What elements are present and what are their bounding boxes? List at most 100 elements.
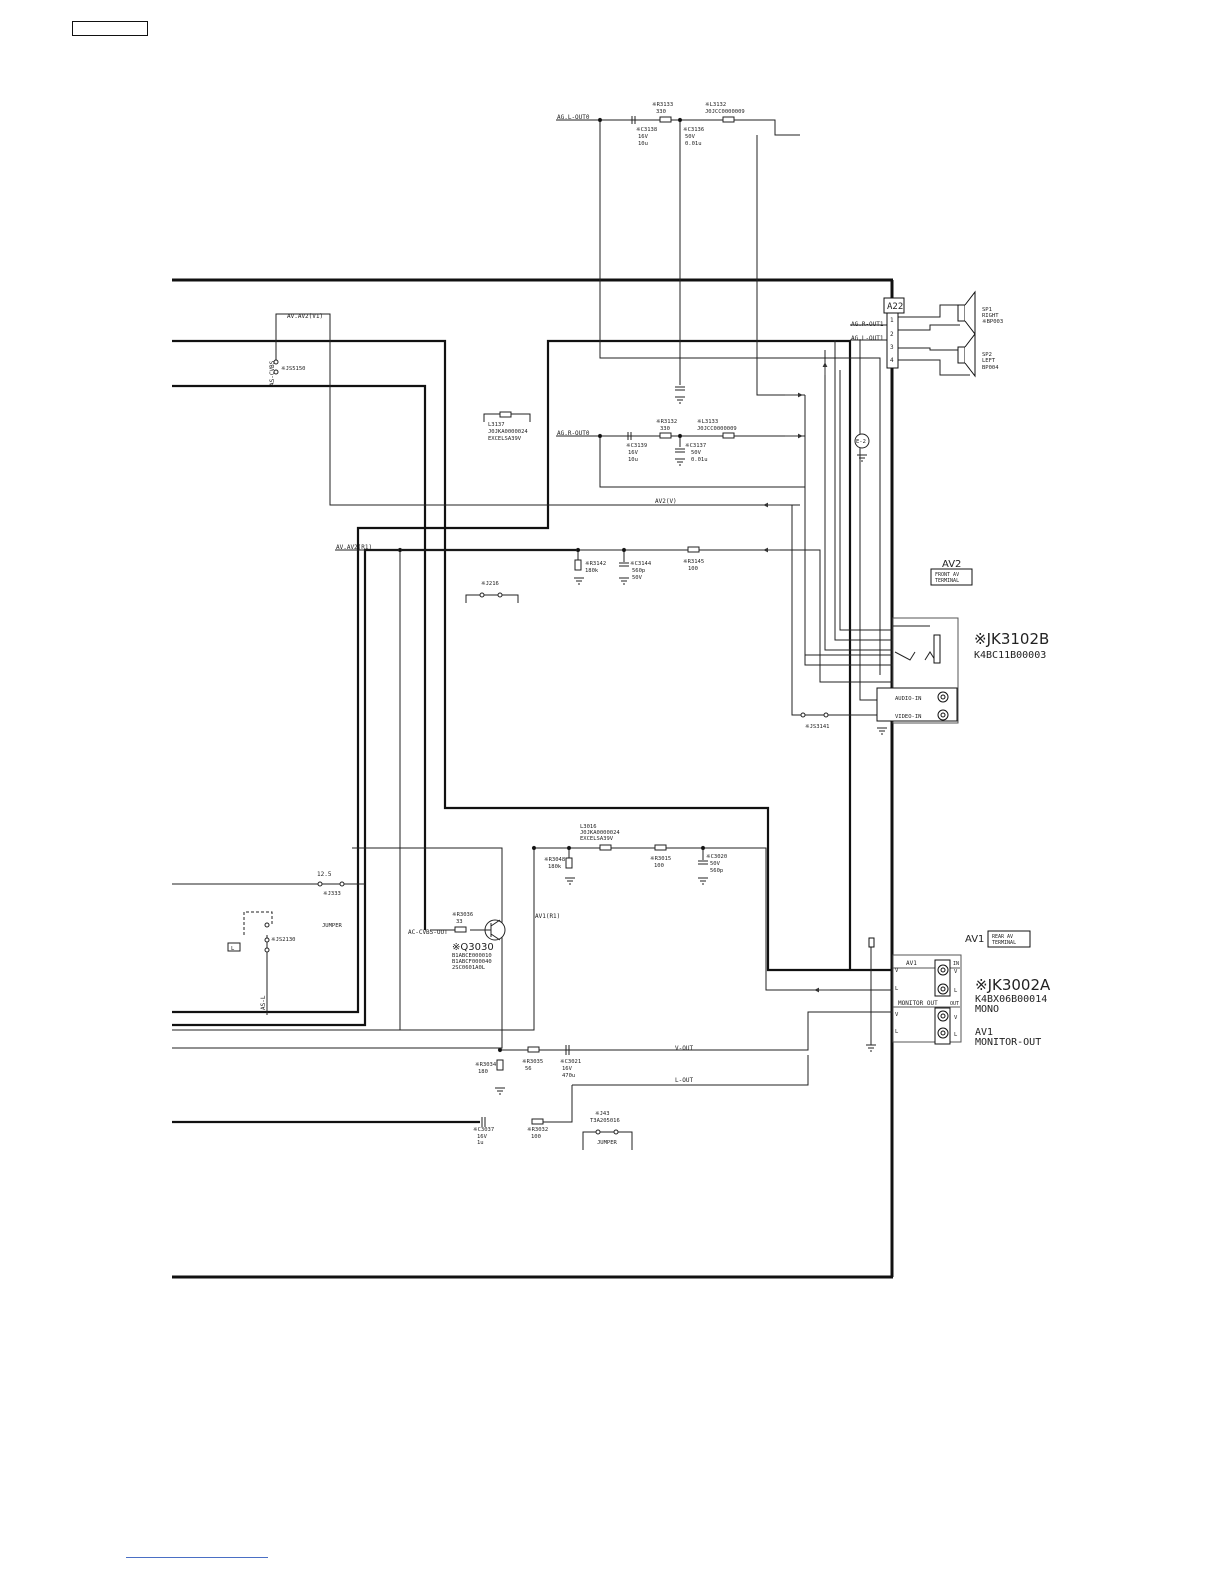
svg-text:※R3048: ※R3048 bbox=[544, 856, 565, 863]
a22-pin-4: 4 bbox=[890, 357, 894, 364]
svg-text:16V: 16V bbox=[628, 450, 639, 456]
signal-wires bbox=[172, 119, 970, 1123]
svg-text:0.01u: 0.01u bbox=[685, 141, 702, 147]
svg-text:56: 56 bbox=[525, 1066, 532, 1072]
net-v-out: V-OUT bbox=[675, 1045, 693, 1052]
svg-text:TERMINAL: TERMINAL bbox=[992, 940, 1016, 946]
svg-text:470u: 470u bbox=[562, 1073, 575, 1079]
svg-text:FRONT AV: FRONT AV bbox=[935, 572, 959, 578]
svg-text:EXCELSA39V: EXCELSA39V bbox=[488, 436, 522, 442]
svg-text:J0JKA0000024: J0JKA0000024 bbox=[580, 830, 620, 836]
svg-text:※JS5150: ※JS5150 bbox=[281, 365, 305, 372]
ground-symbols bbox=[495, 396, 887, 1095]
svg-text:50V: 50V bbox=[685, 134, 696, 140]
sp2-side: LEFT bbox=[982, 358, 996, 364]
svg-text:10u: 10u bbox=[628, 457, 638, 463]
signal-arrows bbox=[763, 362, 830, 993]
svg-text:※C3037: ※C3037 bbox=[473, 1126, 494, 1133]
sp1-part: ※BP003 bbox=[982, 318, 1003, 325]
svg-text:0.01u: 0.01u bbox=[691, 457, 708, 463]
svg-text:560p: 560p bbox=[710, 868, 723, 874]
connector-a22: A22 1 2 3 4 bbox=[883, 297, 905, 369]
speaker-sp1: SP1 RIGHT ※BP003 bbox=[957, 290, 1003, 336]
net-ag-r-out1: AG.R-OUT1 bbox=[851, 321, 884, 328]
av2-front-terminal: AV2 FRONT AV TERMINAL AUDIO-IN VIDEO-IN … bbox=[876, 559, 1049, 724]
av2-jack-ref: ※JK3102B bbox=[974, 630, 1049, 648]
net-ag-l-out0: AG.L-OUT0 bbox=[557, 114, 590, 121]
svg-text:AV1: AV1 bbox=[906, 960, 917, 967]
svg-text:※R3032: ※R3032 bbox=[527, 1126, 548, 1133]
av2-jack-part: K4BC11B00003 bbox=[974, 650, 1046, 661]
svg-text:J0JCC0000009: J0JCC0000009 bbox=[697, 426, 737, 432]
svg-text:※J216: ※J216 bbox=[481, 580, 499, 587]
svg-text:L: L bbox=[895, 1029, 899, 1035]
a22-label: A22 bbox=[887, 302, 903, 312]
net-ag-r-out0: AG.R-OUT0 bbox=[557, 430, 590, 437]
svg-text:AV2: AV2 bbox=[942, 559, 961, 570]
svg-text:330: 330 bbox=[656, 109, 666, 115]
svg-text:※C3136: ※C3136 bbox=[683, 126, 704, 133]
svg-text:50V: 50V bbox=[691, 450, 702, 456]
svg-text:※C3144: ※C3144 bbox=[630, 560, 652, 567]
svg-text:1u: 1u bbox=[477, 1140, 484, 1146]
svg-text:V: V bbox=[954, 1015, 958, 1021]
svg-text:※R3145: ※R3145 bbox=[683, 558, 704, 565]
net-ac-cvbs-out: AC-CVBS-OUT bbox=[408, 929, 448, 936]
sp2-part: BP004 bbox=[982, 365, 999, 371]
svg-text:L: L bbox=[954, 988, 958, 994]
net-as-cvbs: AS-CVBS bbox=[269, 360, 276, 386]
svg-text:L: L bbox=[895, 986, 899, 992]
svg-text:※R3132: ※R3132 bbox=[656, 418, 677, 425]
svg-text:180k: 180k bbox=[548, 864, 562, 870]
svg-text:16V: 16V bbox=[638, 134, 649, 140]
svg-text:※C3137: ※C3137 bbox=[685, 442, 706, 449]
net-av2v: AV2(V) bbox=[655, 498, 677, 505]
svg-text:EXCELSA39V: EXCELSA39V bbox=[580, 836, 614, 842]
svg-text:※R3035: ※R3035 bbox=[522, 1058, 543, 1065]
svg-text:V: V bbox=[895, 968, 899, 974]
svg-text:※C3138: ※C3138 bbox=[636, 126, 657, 133]
svg-text:JUMPER: JUMPER bbox=[597, 1140, 618, 1146]
av1-jack-ref: ※JK3002A bbox=[975, 976, 1051, 994]
svg-text:B1ABCE000010: B1ABCE000010 bbox=[452, 953, 492, 959]
svg-text:※R3015: ※R3015 bbox=[650, 855, 671, 862]
svg-text:50V: 50V bbox=[710, 861, 721, 867]
svg-text:330: 330 bbox=[660, 426, 670, 432]
svg-text:100: 100 bbox=[654, 863, 664, 869]
footer-link-rule bbox=[126, 1557, 268, 1558]
a22-pin-1: 1 bbox=[890, 317, 894, 324]
svg-text:TERMINAL: TERMINAL bbox=[935, 578, 959, 584]
svg-text:AUDIO-IN: AUDIO-IN bbox=[895, 696, 922, 702]
net-12-5: 12.5 bbox=[317, 871, 332, 878]
net-av1r1: AV1(R1) bbox=[535, 913, 560, 920]
svg-text:※R3133: ※R3133 bbox=[652, 101, 673, 108]
svg-text:VIDEO-IN: VIDEO-IN bbox=[895, 714, 922, 720]
av1-jack-part: K4BX06B00014 bbox=[975, 994, 1047, 1005]
sp2-ref: SP2 bbox=[982, 352, 992, 358]
net-av2-v1: AV.AV2(V1) bbox=[287, 313, 323, 320]
svg-text:REAR AV: REAR AV bbox=[992, 934, 1013, 940]
sp1-side: RIGHT bbox=[982, 313, 999, 319]
svg-text:※C3020: ※C3020 bbox=[706, 853, 727, 860]
av1-monitor-out-label: MONITOR-OUT bbox=[975, 1037, 1041, 1048]
net-av2-r1: AV.AV2(R1) bbox=[336, 544, 372, 551]
a22-pin-2: 2 bbox=[890, 331, 894, 338]
svg-text:L3016: L3016 bbox=[580, 824, 597, 830]
svg-text:V: V bbox=[954, 969, 958, 975]
svg-text:※R3036: ※R3036 bbox=[452, 911, 473, 918]
svg-text:※C3021: ※C3021 bbox=[560, 1058, 581, 1065]
svg-text:180: 180 bbox=[478, 1069, 488, 1075]
svg-text:AV1: AV1 bbox=[975, 1027, 993, 1038]
av1-jack-mono: MONO bbox=[975, 1004, 999, 1015]
net-ag-l-out1: AG.L-OUT1 bbox=[851, 335, 884, 342]
upper-component-labels: ※R3133 330 ※L3132 J0JCC0000009 ※C3138 16… bbox=[281, 101, 866, 730]
svg-text:T3A205016: T3A205016 bbox=[590, 1118, 620, 1124]
q3030-ref: ※Q3030 bbox=[452, 942, 494, 953]
svg-text:180k: 180k bbox=[585, 568, 599, 574]
svg-text:※L3133: ※L3133 bbox=[697, 418, 718, 425]
net-as-l: AS-L bbox=[260, 995, 267, 1010]
svg-text:100: 100 bbox=[688, 566, 698, 572]
lower-components bbox=[227, 844, 708, 1150]
svg-text:L: L bbox=[231, 946, 235, 952]
svg-text:※J333: ※J333 bbox=[323, 890, 341, 897]
